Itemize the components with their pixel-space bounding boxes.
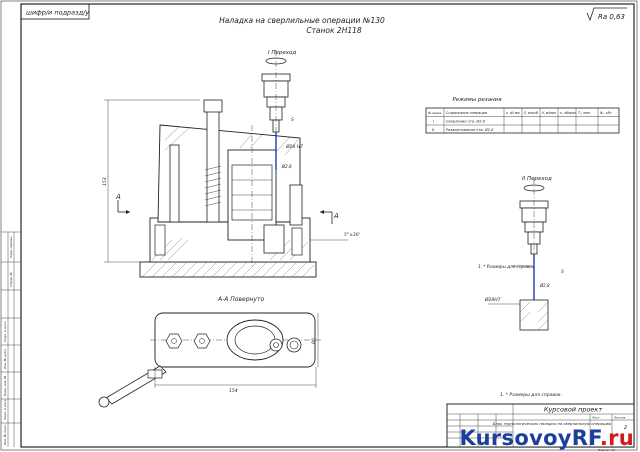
section-marker-left: А <box>115 193 130 214</box>
regimes-header-6: n, об/мин <box>560 111 576 115</box>
dim-bore-diam: Ø28Н7 <box>484 296 501 303</box>
regimes-header-2: Содержание операции <box>446 111 488 115</box>
dim-width-bottom: 154 <box>229 388 238 394</box>
reference-note: 1. * Размеры для справок. <box>500 392 562 398</box>
dim-hole-diam: Ø28 H7 <box>285 143 303 150</box>
section-aa-view: 154 80 <box>98 312 322 408</box>
dim-angle-note: 5°±30' <box>344 232 360 238</box>
top-left-stamp-text: шифр/и подразд/у <box>26 9 89 17</box>
dim-tool-diam: Ø2,8 <box>281 164 292 169</box>
site-watermark: KursovoyRF.ru <box>459 426 634 450</box>
margin-label-4: Инв. № дубл. <box>3 348 7 369</box>
regimes-header-8: N₀, кВт <box>600 111 612 115</box>
inner-frame <box>20 3 635 448</box>
feed-label-1: S <box>291 117 294 123</box>
section-letter-right: А <box>333 212 339 220</box>
regimes-title: Режимы резания <box>452 97 502 103</box>
spindle-tool-2: Ø28Н7 Ø2,8 S 1. * Размеры для справок <box>478 178 564 331</box>
watermark-main: KursovoyRF <box>459 426 600 450</box>
margin-label-3: Подп. и дата <box>3 321 7 342</box>
project-title: Курсовой проект <box>544 406 603 414</box>
regimes-header-3: z, d/l мм <box>505 111 520 115</box>
roughness-value: Ra 0,63 <box>598 13 625 21</box>
regimes-table: № перех. Содержание операции z, d/l мм S… <box>425 107 620 134</box>
regimes-header-1: № перех. <box>427 111 442 115</box>
top-left-stamp <box>20 3 90 20</box>
title-block: Курсовой проект Блок технологических нал… <box>446 403 635 448</box>
margin-label-1: Перв. примен. <box>9 235 13 258</box>
machine-title: Станок 2Н118 <box>306 26 362 35</box>
dim-height-left: 153 <box>102 177 108 186</box>
project-description: Блок технологических наладок на сверлиль… <box>493 421 612 426</box>
sheet-label: Лист <box>591 416 600 420</box>
regimes-row-2-op: Развертывание отв. Ø2,8 <box>446 127 494 132</box>
transition-1-label: I Переход <box>268 50 296 56</box>
drawing-title: Наладка на сверлильные операции №130 <box>219 16 385 25</box>
margin-label-2: Справ. № <box>9 272 13 287</box>
regimes-header-5: V, м/мин <box>542 111 556 115</box>
regimes-header-4: S, мм/об <box>524 111 538 115</box>
watermark-suffix: .ru <box>599 426 634 450</box>
margin-label-5: Взам. инв. № <box>3 376 7 396</box>
margin-label-7: Инв. № подл. <box>3 424 7 445</box>
regimes-header-7: T₀, мин <box>578 111 590 115</box>
sheets-label: Листов <box>613 416 625 420</box>
dim-tool2-diam: Ø2,8 <box>539 283 550 288</box>
format-label: Формат A1 <box>598 448 615 452</box>
main-view-dimensions: 153 5°±30' Ø28 H7 Ø2,8 S <box>102 99 360 263</box>
sheet-number: 2 <box>624 425 627 431</box>
fixture-front-view <box>139 99 317 278</box>
spindle-tool-1 <box>261 50 291 175</box>
section-letter-left: А <box>115 193 121 201</box>
regimes-row-2-num: II <box>432 128 434 132</box>
regimes-row-1-num: I <box>433 120 434 124</box>
section-marker-right: А <box>320 210 339 224</box>
section-title: А-А Повернуто <box>217 296 264 303</box>
center-note: 1. * Размеры для справок <box>478 264 535 269</box>
feed-label-2: S <box>561 269 564 275</box>
transition-2-label: II Переход <box>522 176 552 182</box>
dim-height-right: 80 <box>311 338 317 344</box>
left-margin-column: Перв. примен. Справ. № Подп. и дата Инв.… <box>1 231 21 447</box>
margin-label-6: Подп. и дата <box>3 399 7 420</box>
roughness-symbol: Ra 0,63 <box>586 7 627 22</box>
regimes-row-1-op: Сверление отв. Ø2,8 <box>446 119 486 124</box>
